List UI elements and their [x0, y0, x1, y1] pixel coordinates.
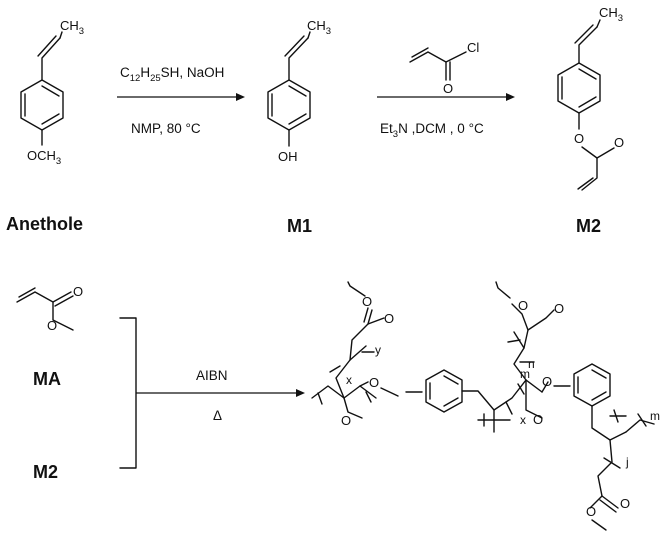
svg-text:O: O: [614, 135, 624, 150]
svg-text:O: O: [620, 496, 630, 511]
svg-text:j: j: [625, 455, 629, 469]
svg-text:O: O: [542, 374, 552, 389]
monomer-bracket: [119, 317, 137, 469]
svg-text:CH3: CH3: [60, 18, 84, 37]
crosslinked-polymer-structure: O O O O x y x n m O O O: [311, 281, 660, 531]
m1-label: M1: [287, 216, 312, 236]
svg-text:O: O: [73, 284, 83, 299]
step3-heat: Δ: [213, 408, 222, 423]
svg-text:O: O: [369, 375, 379, 390]
ma-structure: O O: [16, 284, 83, 333]
svg-text:O: O: [341, 413, 351, 428]
svg-text:n: n: [528, 357, 535, 371]
svg-text:OH: OH: [278, 149, 298, 164]
svg-text:O: O: [443, 81, 453, 96]
step2-conditions: Et3N ,DCM , 0 °C: [380, 121, 484, 140]
svg-text:O: O: [574, 131, 584, 146]
svg-text:m: m: [520, 367, 530, 381]
svg-text:O: O: [586, 504, 596, 519]
anethole-label: Anethole: [6, 214, 83, 234]
anethole-structure: CH3 OCH3: [20, 18, 84, 167]
svg-text:CH3: CH3: [307, 18, 331, 37]
svg-text:y: y: [375, 343, 381, 357]
reaction-arrow-1: [117, 93, 245, 101]
acryloyl-chloride-structure: O Cl: [409, 40, 479, 96]
svg-text:O: O: [554, 301, 564, 316]
svg-text:Cl: Cl: [467, 40, 479, 55]
m2-structure: O O CH3: [557, 5, 624, 191]
m2-label: M2: [576, 216, 601, 236]
svg-text:m: m: [650, 409, 660, 423]
svg-text:O: O: [518, 298, 528, 313]
svg-text:CH3: CH3: [599, 5, 623, 24]
svg-text:OCH3: OCH3: [27, 148, 61, 167]
step3-initiator: AIBN: [196, 368, 228, 383]
svg-text:O: O: [47, 318, 57, 333]
svg-text:O: O: [362, 294, 372, 309]
reaction-arrow-2: [377, 93, 515, 101]
m1-structure: CH3 OH: [267, 18, 331, 164]
ma-label: MA: [33, 369, 61, 389]
svg-text:x: x: [346, 373, 352, 387]
svg-text:O: O: [533, 412, 543, 427]
m2-monomer-label: M2: [33, 462, 58, 482]
svg-text:O: O: [384, 311, 394, 326]
reaction-arrow-3: [136, 389, 305, 397]
svg-text:x: x: [520, 413, 526, 427]
step1-reagents: C12H25SH, NaOH: [120, 65, 224, 84]
step1-conditions: NMP, 80 °C: [131, 121, 201, 136]
